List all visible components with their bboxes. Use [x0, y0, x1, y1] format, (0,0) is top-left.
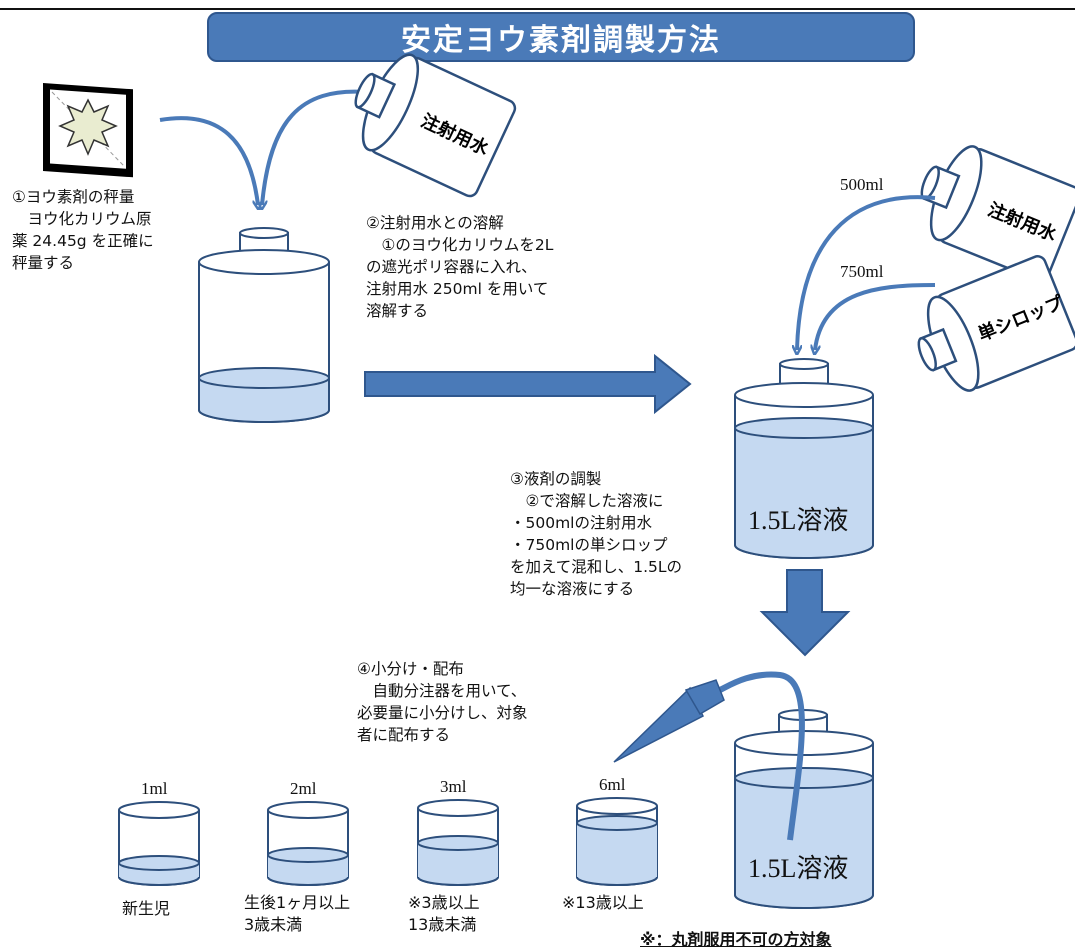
dose-cup-1	[118, 801, 200, 886]
water-volume-label: 500ml	[840, 175, 884, 194]
dose-1-volume: 1ml	[141, 779, 168, 798]
syrup-bottle: 単シロップ	[917, 255, 1075, 392]
dose-3-volume: 3ml	[440, 777, 467, 796]
mixing-container	[734, 358, 874, 559]
step-4-text: ④小分け・配布 自動分注器を用いて、 必要量に小分けし、対象 者に配布する	[357, 660, 528, 744]
water-to-container-arrow	[262, 89, 366, 205]
footnote: ※：丸剤服用不可の方対象	[640, 930, 832, 949]
water-to-mix-arrow	[797, 195, 936, 350]
step-2-text: ②注射用水との溶解 ①のヨウ化カリウムを2L の遮光ポリ容器に入れ、 注射用水 …	[366, 214, 554, 320]
dose-4-label: ※13歳以上	[562, 893, 644, 912]
step-3-text: ③液剤の調製 ②で溶解した溶液に ・500mlの注射用水 ・750mlの単シロッ…	[510, 470, 683, 598]
title-banner: 安定ヨウ素剤調製方法	[207, 12, 915, 62]
dissolve-container	[198, 227, 330, 423]
dispense-tube	[718, 671, 805, 841]
water-bottle-2: 注射用水	[920, 145, 1075, 282]
dose-4-volume: 6ml	[599, 775, 626, 794]
page-title: 安定ヨウ素剤調製方法	[401, 23, 721, 58]
powder-to-container-arrow	[159, 116, 258, 205]
top-rule	[0, 8, 1075, 10]
right-arrow	[364, 353, 692, 415]
dose-cup-2	[267, 801, 349, 886]
syrup-volume-label: 750ml	[840, 262, 884, 281]
powder-card-icon	[43, 83, 133, 178]
dose-3-label: ※3歳以上 13歳未満	[408, 893, 480, 934]
dose-2-volume: 2ml	[290, 779, 317, 798]
dose-cup-3	[417, 799, 499, 886]
syrup-to-mix-arrow	[815, 283, 936, 350]
mix-solution-label: 1.5L溶液	[748, 506, 849, 535]
step-1-text: ①ヨウ素剤の秤量 ヨウ化カリウム原 薬 24.45g を正確に 秤量する	[12, 188, 154, 272]
down-arrow	[759, 569, 851, 657]
dose-2-label: 生後1ヶ月以上 3歳未満	[244, 893, 351, 934]
dose-cup-4	[576, 797, 658, 886]
dispense-solution-label: 1.5L溶液	[748, 854, 849, 883]
dispense-nozzle	[613, 679, 725, 763]
water-bottle-1: 注射用水	[354, 53, 517, 198]
dose-1-label: 新生児	[122, 899, 171, 918]
